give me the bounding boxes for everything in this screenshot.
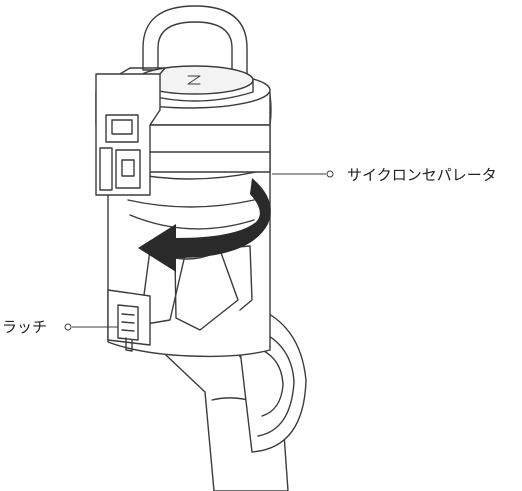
rotation-arrow-icon bbox=[138, 178, 271, 272]
power-symbol-icon bbox=[187, 75, 201, 85]
leader-lines bbox=[64, 170, 334, 331]
separator-leader-dot bbox=[326, 170, 334, 178]
release-button bbox=[105, 114, 139, 143]
latch-leader-dot bbox=[64, 323, 72, 331]
control-panel bbox=[95, 67, 166, 196]
cyclone-separator-label: サイクロンセパレータ bbox=[347, 166, 497, 184]
latch-label: ラッチ bbox=[2, 318, 48, 336]
